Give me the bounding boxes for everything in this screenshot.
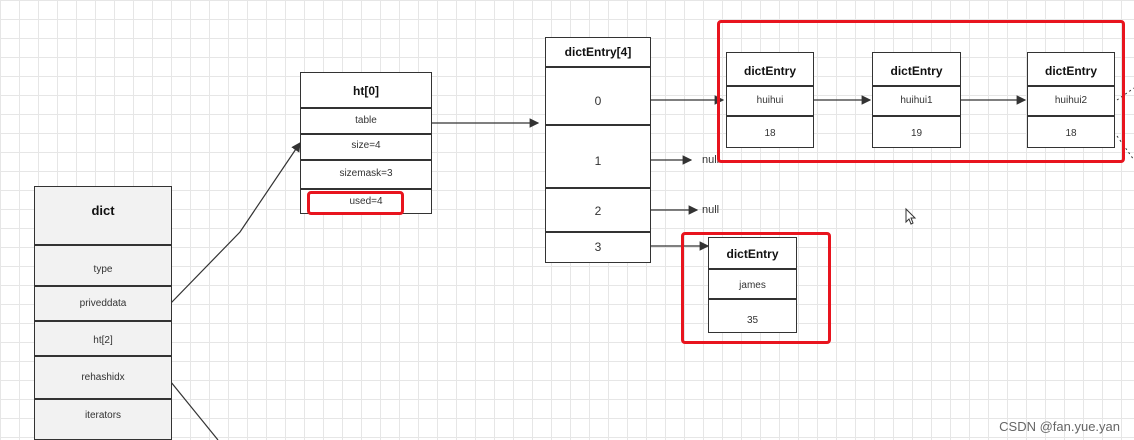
dict-field-rehashidx: rehashidx — [81, 371, 125, 383]
entry-title: dictEntry — [890, 64, 943, 78]
entry-value: 18 — [1065, 127, 1077, 139]
ht0-field-sizemask: sizemask=3 — [339, 167, 393, 179]
highlight-used — [307, 191, 404, 215]
dictentry-huihui2: dictEntry huihui2 18 — [1027, 52, 1115, 148]
entry-title: dictEntry — [743, 64, 796, 78]
entry-key: huihui2 — [1054, 94, 1088, 106]
ht0-struct: ht[0] table size=4 sizemask=3 used=4 — [300, 72, 432, 214]
dotted-continuation-top — [1116, 87, 1134, 101]
null-label-2: null — [702, 204, 720, 216]
entry-key: huihui1 — [900, 94, 933, 106]
dictentry-james: dictEntry james 35 — [708, 237, 797, 333]
cursor-icon — [905, 207, 917, 225]
array-slot-2: 2 — [594, 204, 602, 218]
dict-field-ht: ht[2] — [93, 334, 113, 346]
entry-value: 19 — [910, 127, 923, 139]
highlight-chain — [717, 20, 1125, 163]
array-slot-0: 0 — [594, 94, 602, 108]
entry-title: dictEntry — [1044, 64, 1097, 78]
null-label-1: null — [702, 154, 720, 166]
entry-value: 35 — [746, 314, 759, 326]
dict-field-iterators: iterators — [84, 409, 122, 421]
entry-value: 18 — [764, 127, 776, 139]
entry-title: dictEntry — [726, 247, 779, 261]
dict-title: dict — [91, 202, 115, 218]
entry-key: james — [739, 279, 766, 291]
ht0-field-used: used=4 — [349, 195, 383, 207]
watermark: CSDN @fan.yue.yan — [999, 419, 1120, 434]
ht0-field-table: table — [355, 114, 377, 126]
ht0-title: ht[0] — [353, 84, 379, 98]
dictentry-array: dictEntry[4] 0 1 2 3 — [545, 37, 651, 263]
array-slot-1: 1 — [594, 154, 602, 168]
dictentry-huihui1: dictEntry huihui1 19 — [872, 52, 961, 148]
array-slot-3: 3 — [594, 240, 602, 254]
array-title: dictEntry[4] — [564, 45, 632, 59]
dict-field-type: type — [93, 263, 113, 275]
dict-struct: dict type priveddata ht[2] rehashidx ite… — [34, 186, 172, 440]
dictentry-huihui: dictEntry huihui 18 — [726, 52, 814, 148]
ht0-field-size: size=4 — [351, 139, 381, 151]
entry-key: huihui — [756, 94, 784, 106]
highlight-james — [681, 232, 831, 344]
dict-field-privdata: priveddata — [79, 297, 127, 309]
